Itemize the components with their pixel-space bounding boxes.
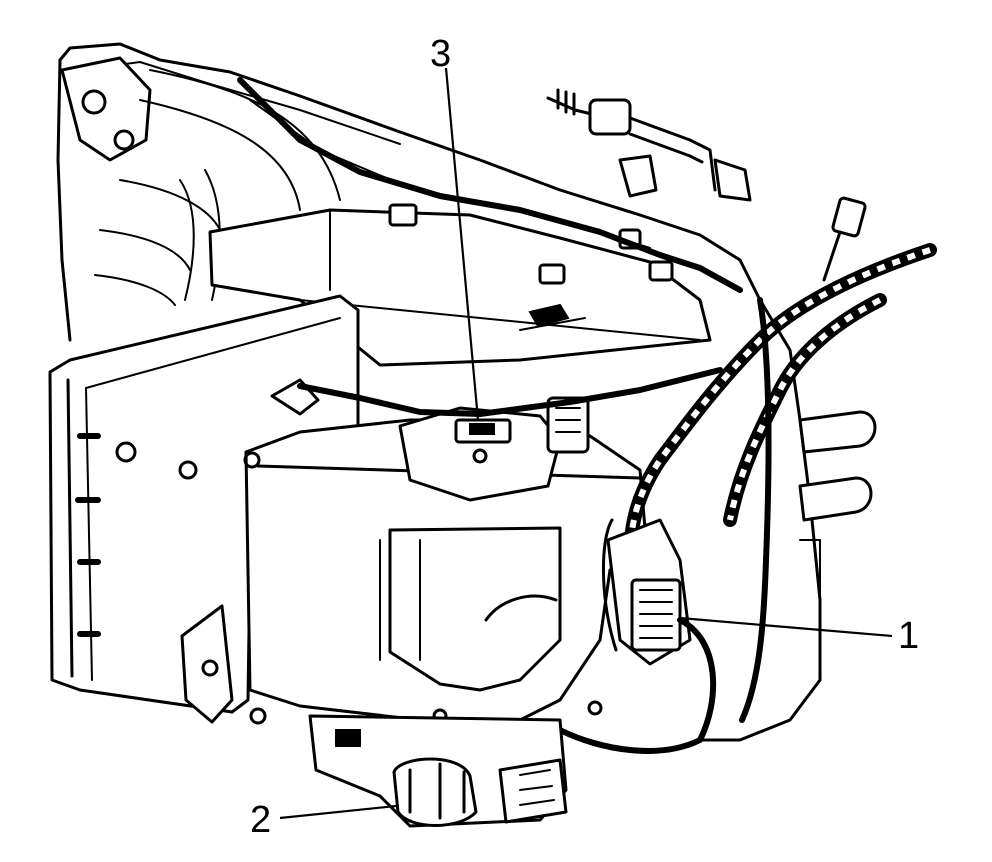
harness-lead-clip bbox=[270, 378, 320, 416]
housing-seam-inner bbox=[249, 99, 651, 249]
line-fitting bbox=[546, 88, 752, 202]
rear-housing bbox=[56, 42, 822, 742]
blower-resistor-module bbox=[398, 396, 590, 502]
callout-3-label: 3 bbox=[430, 33, 451, 75]
callout-1-label: 1 bbox=[898, 615, 919, 657]
wiring-harness bbox=[623, 196, 937, 723]
callout-2-leader bbox=[279, 804, 397, 820]
callout-1-leader bbox=[679, 616, 893, 638]
blower-housing-front bbox=[243, 418, 648, 725]
heater-pipes bbox=[798, 410, 877, 611]
harness-lead-top bbox=[297, 367, 723, 417]
callout-3-leader bbox=[444, 67, 480, 421]
callout-2-label: 2 bbox=[250, 799, 271, 841]
blower-motor-connector bbox=[557, 518, 717, 754]
blower-motor bbox=[308, 714, 568, 828]
